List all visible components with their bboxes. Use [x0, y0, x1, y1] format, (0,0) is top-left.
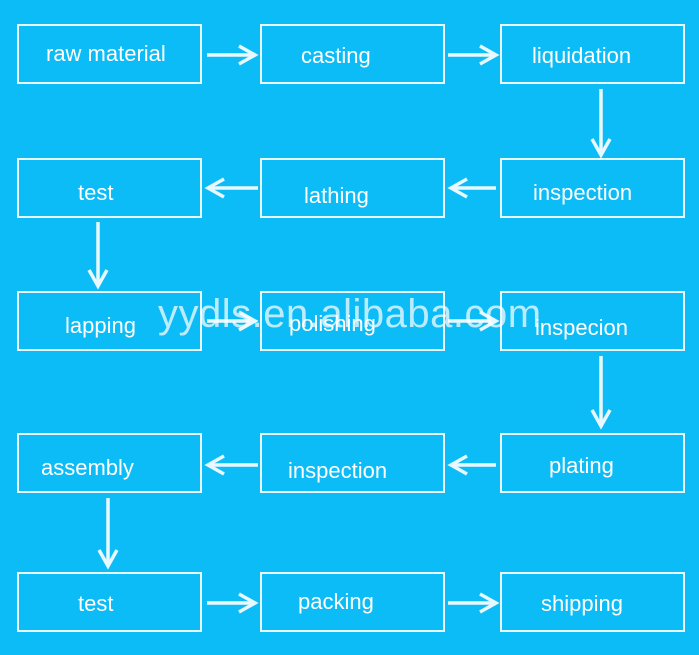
step-label: packing	[298, 589, 374, 614]
step-label: polishing	[289, 311, 376, 336]
connector-arrow	[87, 222, 109, 290]
step-inspection: inspection	[500, 158, 685, 218]
step-test-2: test	[17, 572, 202, 632]
step-label: liquidation	[532, 43, 632, 68]
step-label: raw material	[46, 41, 166, 66]
step-plating: plating	[500, 433, 685, 493]
step-casting: casting	[260, 24, 445, 84]
step-shipping: shipping	[500, 572, 685, 632]
step-label: inspecion	[535, 315, 628, 340]
step-assembly: assembly	[17, 433, 202, 493]
connector-arrow	[590, 89, 612, 159]
step-label: inspection	[533, 180, 633, 205]
step-packing: packing	[260, 572, 445, 632]
step-label: test	[78, 180, 114, 205]
step-raw-material: raw material	[17, 24, 202, 84]
connector-arrow	[207, 592, 259, 614]
connector-arrow	[448, 592, 500, 614]
watermark-text: yydls.en.alibaba.com	[158, 292, 542, 336]
connector-arrow	[204, 454, 258, 476]
step-lapping: lapping	[17, 291, 202, 351]
step-inspection-2: inspection	[260, 433, 445, 493]
connector-arrow	[204, 177, 258, 199]
connector-arrow	[207, 310, 259, 332]
step-liquidation: liquidation	[500, 24, 685, 84]
connector-arrow	[590, 356, 612, 430]
step-label: plating	[549, 453, 614, 478]
connector-arrow	[207, 44, 259, 66]
connector-arrow	[448, 310, 500, 332]
step-lathing: lathing	[260, 158, 445, 218]
connector-arrow	[97, 498, 119, 570]
step-inspecion: inspecion	[500, 291, 685, 351]
step-label: test	[78, 591, 114, 616]
connector-arrow	[447, 177, 496, 199]
step-label: lapping	[65, 313, 136, 338]
step-label: shipping	[541, 591, 623, 616]
step-label: casting	[301, 43, 371, 68]
connector-arrow	[447, 454, 496, 476]
step-test: test	[17, 158, 202, 218]
step-label: inspection	[288, 458, 388, 483]
step-polishing: polishing	[260, 291, 445, 351]
connector-arrow	[448, 44, 500, 66]
step-label: lathing	[304, 183, 369, 208]
step-label: assembly	[41, 455, 134, 480]
